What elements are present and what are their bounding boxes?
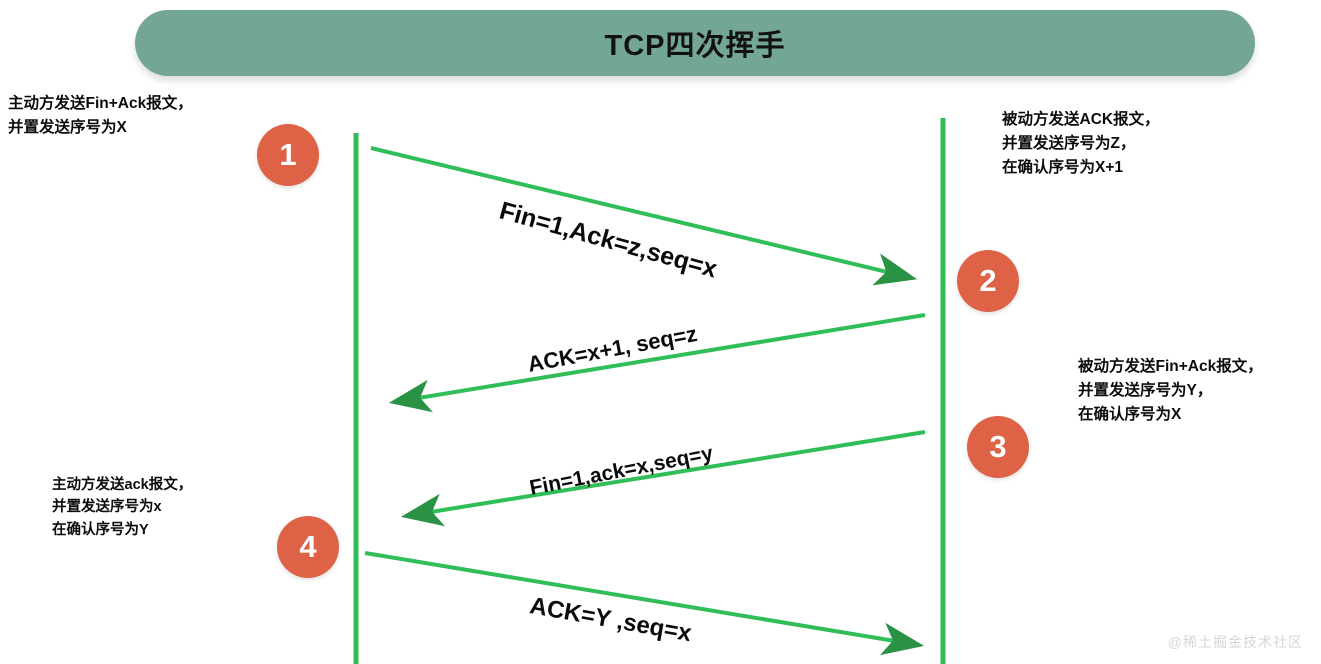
annotation-step-3-line-1: 被动方发送Fin+Ack报文， — [1078, 358, 1263, 375]
annotation-step-1: 主动方发送Fin+Ack报文， 并置发送序号为X — [8, 92, 193, 140]
title-banner: TCP四次挥手 — [135, 10, 1255, 76]
message-label-4: ACK=Y ,seq=x — [527, 592, 694, 648]
annotation-step-4-line-2: 并置发送序号为x — [52, 499, 162, 516]
step-circle-1[interactable]: 1 — [257, 124, 319, 186]
step-circle-3[interactable]: 3 — [967, 416, 1029, 478]
watermark: @稀土掘金技术社区 — [1167, 634, 1303, 650]
annotation-step-4-line-1: 主动方发送ack报文， — [52, 477, 193, 493]
annotation-step-1-line-2: 并置发送序号为X — [8, 119, 127, 137]
step-circle-4[interactable]: 4 — [277, 516, 339, 578]
step-circle-2[interactable]: 2 — [957, 250, 1019, 312]
annotation-step-2-line-2: 并置发送序号为Z， — [1002, 135, 1136, 153]
message-label-2: ACK=x+1, seq=z — [525, 320, 700, 377]
message-label-3: Fin=1,ack=x,seq=y — [527, 441, 715, 500]
message-label-1: Fin=1,Ack=z,seq=x — [496, 196, 721, 284]
step-number-3: 3 — [989, 429, 1007, 464]
annotation-step-4-line-3: 在确认序号为Y — [52, 521, 149, 538]
annotation-step-3: 被动方发送Fin+Ack报文， 并置发送序号为Y， 在确认序号为X — [1078, 355, 1263, 427]
annotation-step-3-line-2: 并置发送序号为Y， — [1078, 382, 1213, 400]
annotation-step-1-line-1: 主动方发送Fin+Ack报文， — [8, 95, 193, 112]
annotation-step-3-line-3: 在确认序号为X — [1078, 406, 1182, 424]
annotation-step-2-line-1: 被动方发送ACK报文， — [1002, 111, 1160, 128]
step-number-2: 2 — [979, 263, 997, 298]
annotation-step-2: 被动方发送ACK报文， 并置发送序号为Z， 在确认序号为X+1 — [1002, 108, 1160, 180]
annotation-step-4: 主动方发送ack报文， 并置发送序号为x 在确认序号为Y — [52, 474, 192, 541]
annotation-step-2-line-3: 在确认序号为X+1 — [1002, 159, 1124, 177]
step-number-1: 1 — [279, 137, 297, 172]
page-title: TCP四次挥手 — [604, 30, 786, 62]
step-number-4: 4 — [299, 529, 317, 564]
